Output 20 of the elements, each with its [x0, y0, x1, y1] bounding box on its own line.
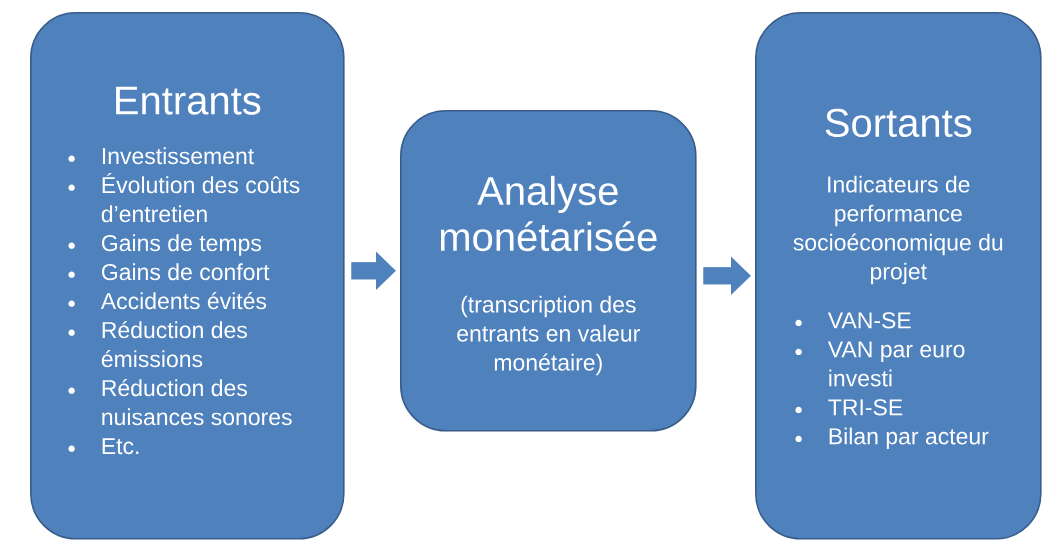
box-title: Entrants — [116, 86, 261, 115]
rounded-box — [755, 12, 1042, 540]
description-text: Indicateurs de performance socioéconomique du projet — [793, 175, 1003, 285]
list-item: VAN par euro investi — [827, 341, 965, 387]
list-item: Réduction des nuisances sonores — [102, 379, 292, 426]
list-item: TRI-SE — [828, 399, 903, 416]
list-item: VAN-SE — [827, 312, 911, 329]
list-item: Réduction des émissions — [101, 321, 247, 368]
list-item: Évolution des coûts d’entretien — [101, 173, 300, 223]
box-title: Analyse monétarisée — [440, 175, 657, 252]
description-text: (transcription des entrants en valeur monétaire) — [457, 295, 640, 376]
list-item: Etc. — [102, 438, 139, 455]
rounded-box — [30, 12, 345, 540]
list-item: Bilan par acteur — [829, 427, 989, 449]
list-item: Accidents évités — [100, 292, 267, 310]
list-item: Investissement — [102, 147, 255, 165]
box-title: Sortants — [825, 108, 972, 138]
rounded-box — [400, 110, 697, 432]
list-item: Gains de temps — [101, 234, 261, 256]
list-item: Gains de confort — [101, 263, 270, 281]
